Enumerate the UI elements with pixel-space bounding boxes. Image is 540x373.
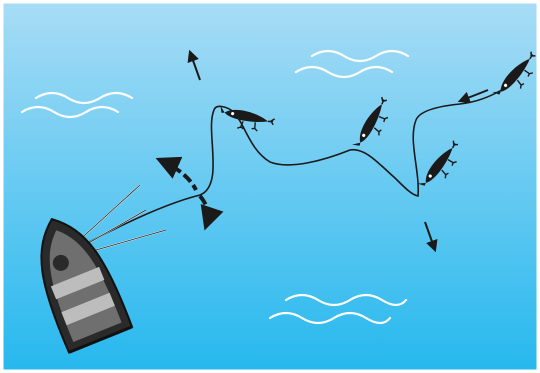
trolling-diagram [0,0,540,373]
